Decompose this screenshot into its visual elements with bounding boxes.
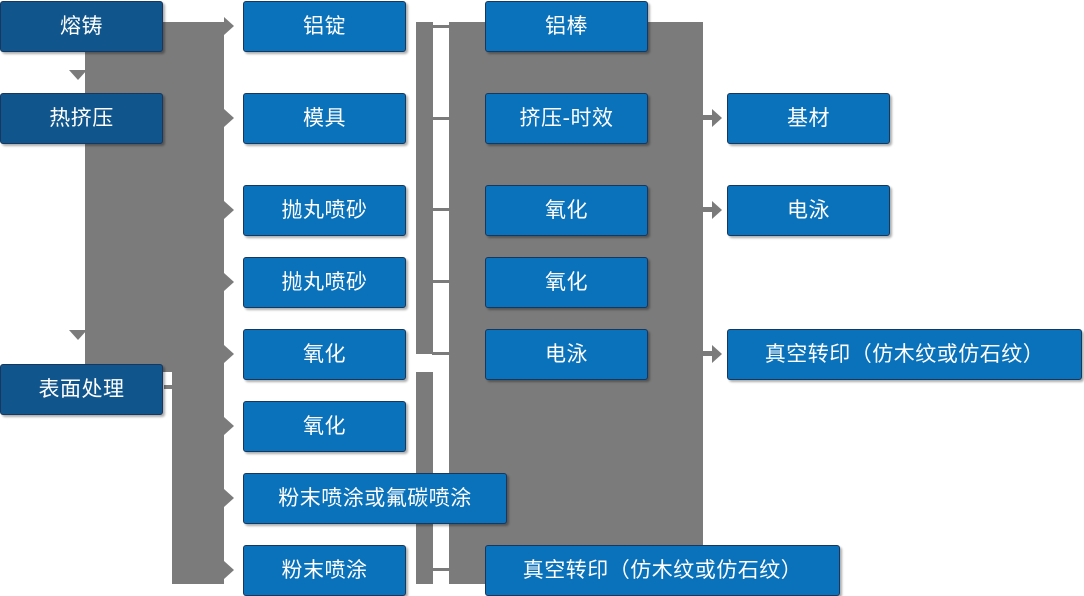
- arrow-to-ingot: [224, 17, 234, 35]
- arrow-to-shotblast-2: [224, 273, 234, 291]
- process-label-vacuum-transfer: 真空转印（仿木纹或仿石纹）: [522, 557, 803, 582]
- rail-tick-1: [432, 25, 450, 28]
- stage-label-surface: 表面处理: [38, 376, 125, 401]
- output-label-substrate: 基材: [787, 105, 830, 130]
- connector-rail-upper: [416, 22, 433, 354]
- arrow-to-electro: [712, 201, 722, 219]
- step-label-ingot: 铝锭: [303, 13, 346, 38]
- step-label-shotblast-1: 抛丸喷砂: [281, 197, 368, 222]
- arrow-to-oxidation-2: [224, 417, 234, 435]
- output-box-electrophoresis[interactable]: 电泳: [727, 185, 890, 236]
- step-label-powder-fluorocarbon: 粉末喷涂或氟碳喷涂: [278, 485, 472, 510]
- rail-tick-5: [432, 352, 450, 355]
- step-box-powder-fluorocarbon[interactable]: 粉末喷涂或氟碳喷涂: [243, 473, 507, 524]
- step-label-oxidation-1: 氧化: [303, 341, 346, 366]
- process-box-oxidation-2[interactable]: 氧化: [485, 257, 648, 308]
- arrow-line-electro: [703, 207, 715, 212]
- step-label-powder: 粉末喷涂: [281, 557, 368, 582]
- step-label-mould: 模具: [303, 105, 346, 130]
- arrow-to-oxidation-1: [224, 345, 234, 363]
- stage-box-extrusion[interactable]: 热挤压: [0, 93, 163, 144]
- stage-box-surface[interactable]: 表面处理: [0, 364, 163, 415]
- arrow-down-to-surface: [69, 330, 87, 340]
- process-box-vacuum-transfer[interactable]: 真空转印（仿木纹或仿石纹）: [485, 545, 840, 596]
- process-label-oxidation-2: 氧化: [545, 269, 588, 294]
- step-box-powder[interactable]: 粉末喷涂: [243, 545, 406, 596]
- connector-surface-stub: [164, 385, 180, 389]
- rail-tick-2: [432, 117, 450, 120]
- output-label-vacuum-transfer: 真空转印（仿木纹或仿石纹）: [764, 341, 1045, 366]
- rail-tick-4: [432, 280, 450, 283]
- process-label-extrusion-aging: 挤压-时效: [519, 105, 614, 130]
- arrow-to-vacuum: [712, 345, 722, 363]
- arrow-to-substrate: [712, 109, 722, 127]
- process-box-aluminium-bar[interactable]: 铝棒: [485, 1, 648, 52]
- arrow-down-to-extrusion: [69, 70, 87, 80]
- connector-stage-spine: [85, 22, 224, 372]
- output-box-vacuum-transfer[interactable]: 真空转印（仿木纹或仿石纹）: [727, 329, 1082, 380]
- process-box-oxidation-1[interactable]: 氧化: [485, 185, 648, 236]
- process-label-aluminium-bar: 铝棒: [545, 13, 588, 38]
- arrow-to-powder: [224, 561, 234, 579]
- connector-stage-spine-lower: [172, 372, 224, 584]
- rail-tick-6: [432, 568, 450, 571]
- output-box-substrate[interactable]: 基材: [727, 93, 890, 144]
- arrow-to-shotblast-1: [224, 201, 234, 219]
- stage-label-melting: 熔铸: [60, 13, 103, 38]
- arrow-to-powder-fluor: [224, 489, 234, 507]
- step-box-ingot[interactable]: 铝锭: [243, 1, 406, 52]
- step-box-oxidation-2[interactable]: 氧化: [243, 401, 406, 452]
- step-box-shotblast-1[interactable]: 抛丸喷砂: [243, 185, 406, 236]
- step-label-oxidation-2: 氧化: [303, 413, 346, 438]
- arrow-to-mould: [224, 109, 234, 127]
- step-box-oxidation-1[interactable]: 氧化: [243, 329, 406, 380]
- process-label-electrophoresis: 电泳: [545, 341, 588, 366]
- step-label-shotblast-2: 抛丸喷砂: [281, 269, 368, 294]
- process-box-extrusion-aging[interactable]: 挤压-时效: [485, 93, 648, 144]
- stage-label-extrusion: 热挤压: [49, 105, 114, 130]
- step-box-mould[interactable]: 模具: [243, 93, 406, 144]
- stage-box-melting[interactable]: 熔铸: [0, 1, 163, 52]
- arrow-line-substrate: [703, 115, 715, 120]
- output-label-electrophoresis: 电泳: [787, 197, 830, 222]
- arrow-line-vacuum: [703, 351, 715, 356]
- rail-tick-3: [432, 208, 450, 211]
- step-box-shotblast-2[interactable]: 抛丸喷砂: [243, 257, 406, 308]
- process-box-electrophoresis[interactable]: 电泳: [485, 329, 648, 380]
- process-label-oxidation-1: 氧化: [545, 197, 588, 222]
